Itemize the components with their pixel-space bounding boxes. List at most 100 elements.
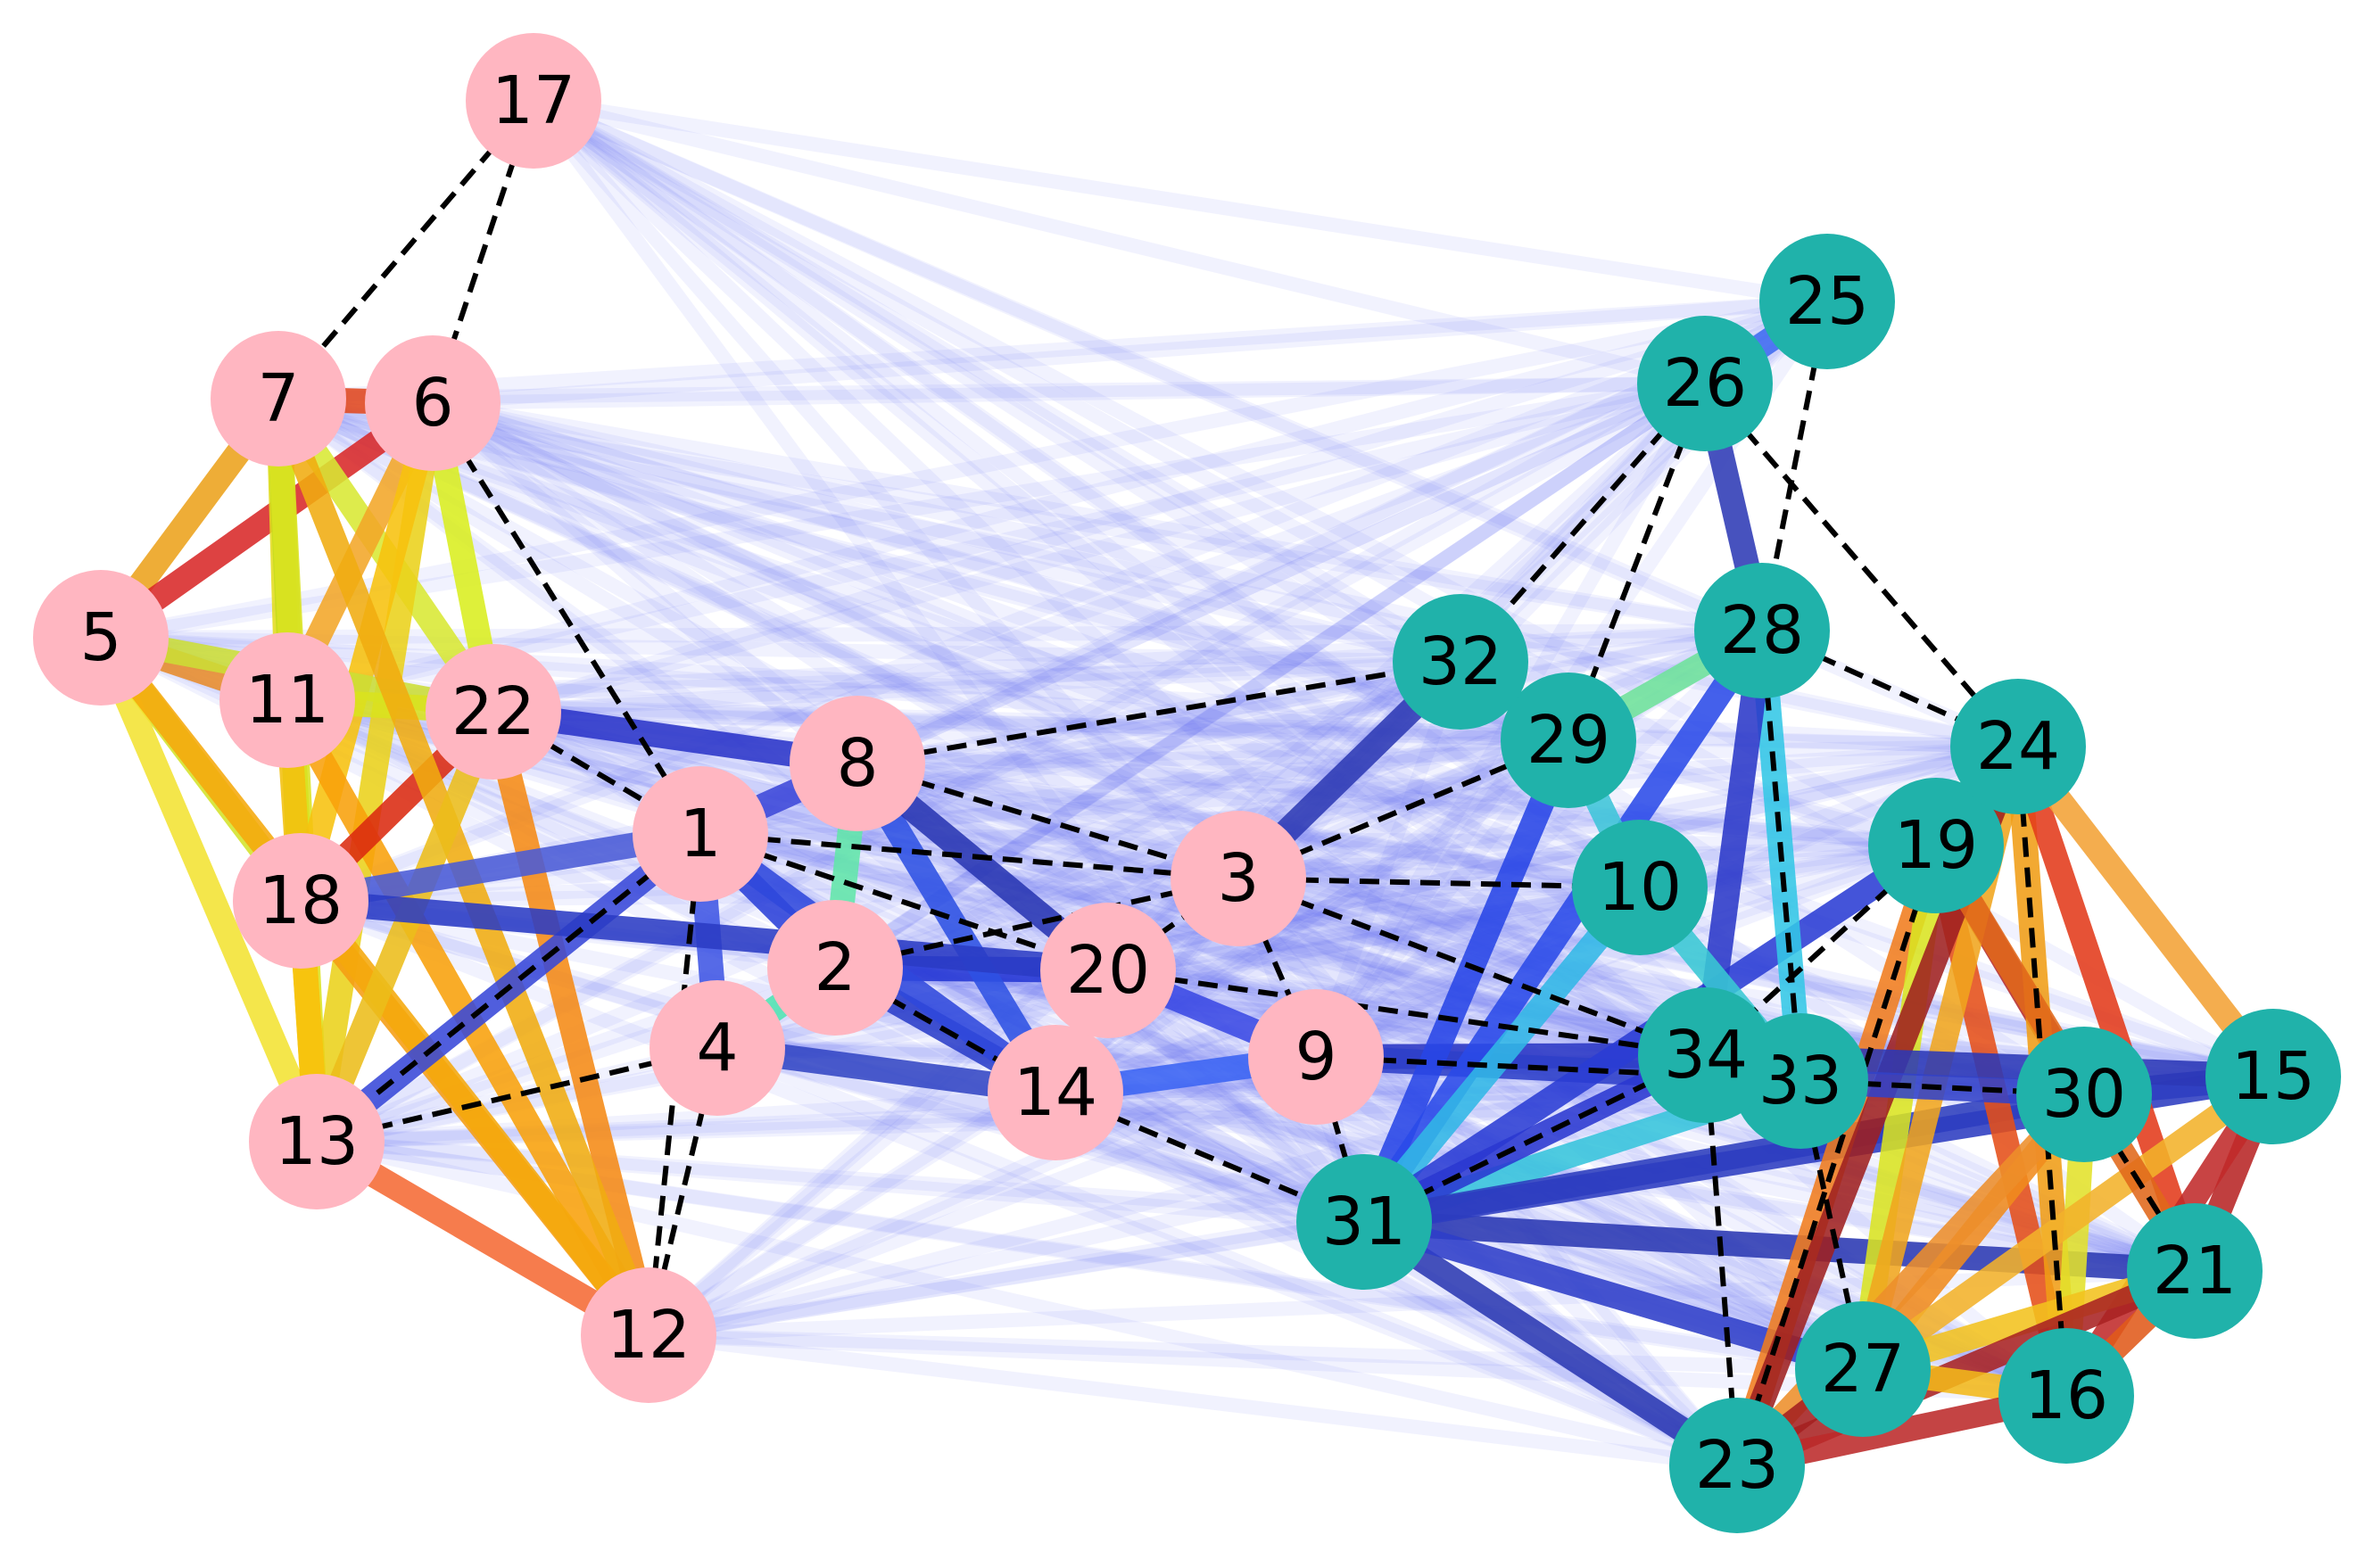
strong-edge bbox=[2007, 739, 2284, 1085]
node-circle bbox=[1669, 1398, 1805, 1533]
graph-node: 1 bbox=[633, 766, 768, 902]
graph-node: 6 bbox=[365, 335, 501, 471]
strong-edge bbox=[305, 706, 505, 1147]
node-label: 25 bbox=[1785, 263, 1869, 340]
weak-edge bbox=[529, 95, 1465, 668]
weak-edge bbox=[276, 392, 1571, 747]
graph-node: 28 bbox=[1694, 563, 1830, 698]
weak-edge bbox=[431, 396, 1462, 669]
node-circle bbox=[1638, 987, 1774, 1123]
dashed-edge bbox=[1759, 630, 1803, 1082]
node-label: 32 bbox=[1419, 623, 1502, 700]
node-label: 15 bbox=[2231, 1038, 2315, 1115]
node-circle bbox=[1501, 673, 1636, 808]
graph-node: 29 bbox=[1501, 673, 1636, 808]
node-circle bbox=[1296, 1154, 1432, 1290]
graph-node: 3 bbox=[1171, 811, 1306, 946]
graph-node: 22 bbox=[426, 644, 561, 780]
graph-node: 16 bbox=[1998, 1328, 2134, 1464]
node-label: 30 bbox=[2042, 1056, 2126, 1133]
weak-edge bbox=[286, 693, 2019, 754]
weak-edge bbox=[1309, 659, 1468, 1060]
node-circle bbox=[426, 644, 561, 780]
dashed-edge bbox=[1107, 968, 1707, 1058]
node-circle bbox=[790, 696, 925, 831]
weak-edge bbox=[1311, 625, 1767, 1062]
graph-node: 9 bbox=[1248, 989, 1384, 1125]
node-label: 20 bbox=[1066, 932, 1150, 1009]
weak-edge bbox=[1106, 838, 1938, 978]
strong-edge bbox=[304, 400, 445, 1144]
node-label: 22 bbox=[451, 673, 535, 750]
weak-edge bbox=[432, 294, 1828, 410]
node-label: 7 bbox=[257, 360, 299, 437]
weak-edge bbox=[491, 294, 1830, 719]
node-circle bbox=[2127, 1203, 2263, 1339]
weak-edge bbox=[530, 94, 1766, 638]
node-circle bbox=[249, 1074, 385, 1209]
node-label: 1 bbox=[679, 796, 721, 872]
graph-node: 13 bbox=[249, 1074, 385, 1209]
node-label: 4 bbox=[696, 1010, 738, 1086]
graph-node: 19 bbox=[1868, 778, 2004, 913]
weak-edge bbox=[856, 733, 1569, 771]
weak-edge bbox=[300, 880, 1641, 908]
weak-edge bbox=[529, 95, 1644, 894]
graph-node: 5 bbox=[33, 570, 169, 706]
graph-node: 2 bbox=[767, 900, 903, 1036]
weak-edge bbox=[428, 397, 1867, 1375]
node-circle bbox=[2016, 1027, 2152, 1162]
weak-edge bbox=[648, 1328, 1864, 1376]
graph-node: 17 bbox=[466, 33, 601, 169]
node-circle bbox=[33, 570, 169, 706]
node-circle bbox=[1998, 1328, 2134, 1464]
weak-edge bbox=[97, 631, 1866, 1376]
graph-node: 31 bbox=[1296, 1154, 1432, 1290]
graph-node: 8 bbox=[790, 696, 925, 831]
node-label: 6 bbox=[411, 365, 453, 442]
weak-edge bbox=[1053, 739, 2021, 1100]
graph-node: 24 bbox=[1950, 679, 2086, 814]
weak-edge bbox=[491, 376, 1708, 719]
weak-edge bbox=[529, 95, 1573, 747]
graph-node: 21 bbox=[2127, 1203, 2263, 1339]
node-label: 9 bbox=[1295, 1019, 1336, 1095]
node-circle bbox=[1248, 989, 1384, 1125]
graph-node: 15 bbox=[2205, 1009, 2341, 1144]
node-circle bbox=[767, 900, 903, 1036]
strong-edge bbox=[1354, 879, 1650, 1230]
strong-edge bbox=[1727, 1085, 2094, 1474]
node-label: 2 bbox=[814, 929, 856, 1006]
graph-node: 12 bbox=[581, 1267, 716, 1403]
dashed-edge bbox=[316, 1045, 718, 1144]
node-circle bbox=[466, 33, 601, 169]
node-circle bbox=[988, 1025, 1123, 1160]
weak-edge bbox=[647, 1215, 1366, 1342]
strong-edge bbox=[1732, 1259, 2200, 1477]
strong-edge bbox=[89, 632, 328, 1147]
node-circle bbox=[1868, 778, 2004, 913]
node-label: 13 bbox=[275, 1103, 359, 1180]
weak-edge bbox=[856, 739, 2019, 771]
dashed-edge bbox=[2015, 746, 2069, 1397]
graph-node: 30 bbox=[2016, 1027, 2152, 1162]
dashed-edge bbox=[430, 100, 536, 404]
dashed-edge bbox=[1703, 1054, 1740, 1466]
weak-edge bbox=[856, 623, 1764, 771]
weak-edge bbox=[313, 376, 1709, 1149]
node-circle bbox=[365, 335, 501, 471]
weak-edge bbox=[1051, 734, 1573, 1099]
graph-node: 11 bbox=[219, 632, 355, 768]
node-circle bbox=[581, 1267, 716, 1403]
weak-edge bbox=[699, 827, 1802, 1088]
node-label: 23 bbox=[1695, 1427, 1779, 1504]
weak-edge bbox=[277, 294, 1828, 406]
dashed-edge bbox=[430, 401, 703, 836]
weak-edge bbox=[430, 396, 1939, 853]
weak-edge bbox=[528, 95, 2072, 1402]
graph-node: 4 bbox=[649, 980, 785, 1116]
node-label: 8 bbox=[836, 725, 878, 802]
node-label: 24 bbox=[1976, 708, 2060, 785]
node-label: 12 bbox=[607, 1297, 691, 1374]
